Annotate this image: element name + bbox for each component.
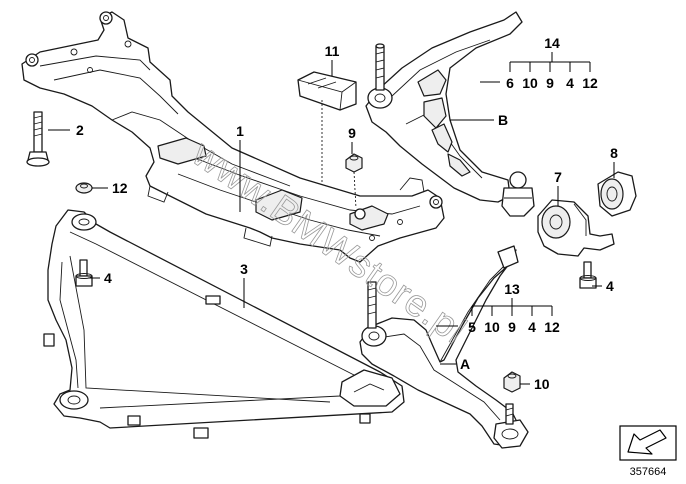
rubber-mount-part-7	[537, 199, 615, 257]
group-upper-item-0: 6	[506, 75, 514, 91]
group-lower-item-2: 9	[508, 319, 516, 335]
callout-b: B	[498, 112, 508, 128]
callout-9: 9	[348, 125, 356, 141]
group-lower-item-3: 4	[528, 319, 536, 335]
diagram-id: 357664	[630, 466, 667, 478]
group-upper-item-3: 4	[566, 75, 574, 91]
group-upper-head: 14	[544, 35, 560, 51]
bushing-part-8	[597, 171, 637, 217]
callout-a: A	[460, 356, 470, 372]
group-upper-item-1: 10	[522, 75, 538, 91]
bracket-part-11	[297, 71, 357, 111]
group-lower-item-1: 10	[484, 319, 500, 335]
callout-4-left: 4	[104, 270, 112, 286]
callout-1: 1	[236, 123, 244, 139]
group-lower-item-4: 12	[544, 319, 560, 335]
axle-carrier-part-1	[21, 11, 445, 263]
tension-strut-part-3	[43, 209, 405, 439]
control-arm-part-a	[359, 245, 529, 449]
bolt-part-2	[26, 111, 50, 167]
group-upper-item-4: 12	[582, 75, 598, 91]
group-upper-item-2: 9	[546, 75, 554, 91]
group-lower-head: 13	[504, 281, 520, 297]
nut-part-12	[75, 182, 93, 194]
callout-3: 3	[240, 261, 248, 277]
callout-11: 11	[325, 43, 340, 59]
callout-12: 12	[112, 180, 128, 196]
leader-lines	[48, 52, 615, 385]
callout-2: 2	[76, 122, 84, 138]
control-arm-part-b	[365, 11, 535, 217]
callout-7: 7	[554, 169, 562, 185]
nut-part-10	[503, 371, 521, 393]
callout-4-right: 4	[606, 278, 614, 294]
nut-part-9	[345, 153, 363, 173]
callout-10: 10	[534, 376, 550, 392]
callout-8: 8	[610, 145, 618, 161]
group-lower-item-0: 5	[468, 319, 476, 335]
direction-arrow-icon	[619, 425, 677, 461]
bolt-part-4-right	[579, 261, 597, 289]
